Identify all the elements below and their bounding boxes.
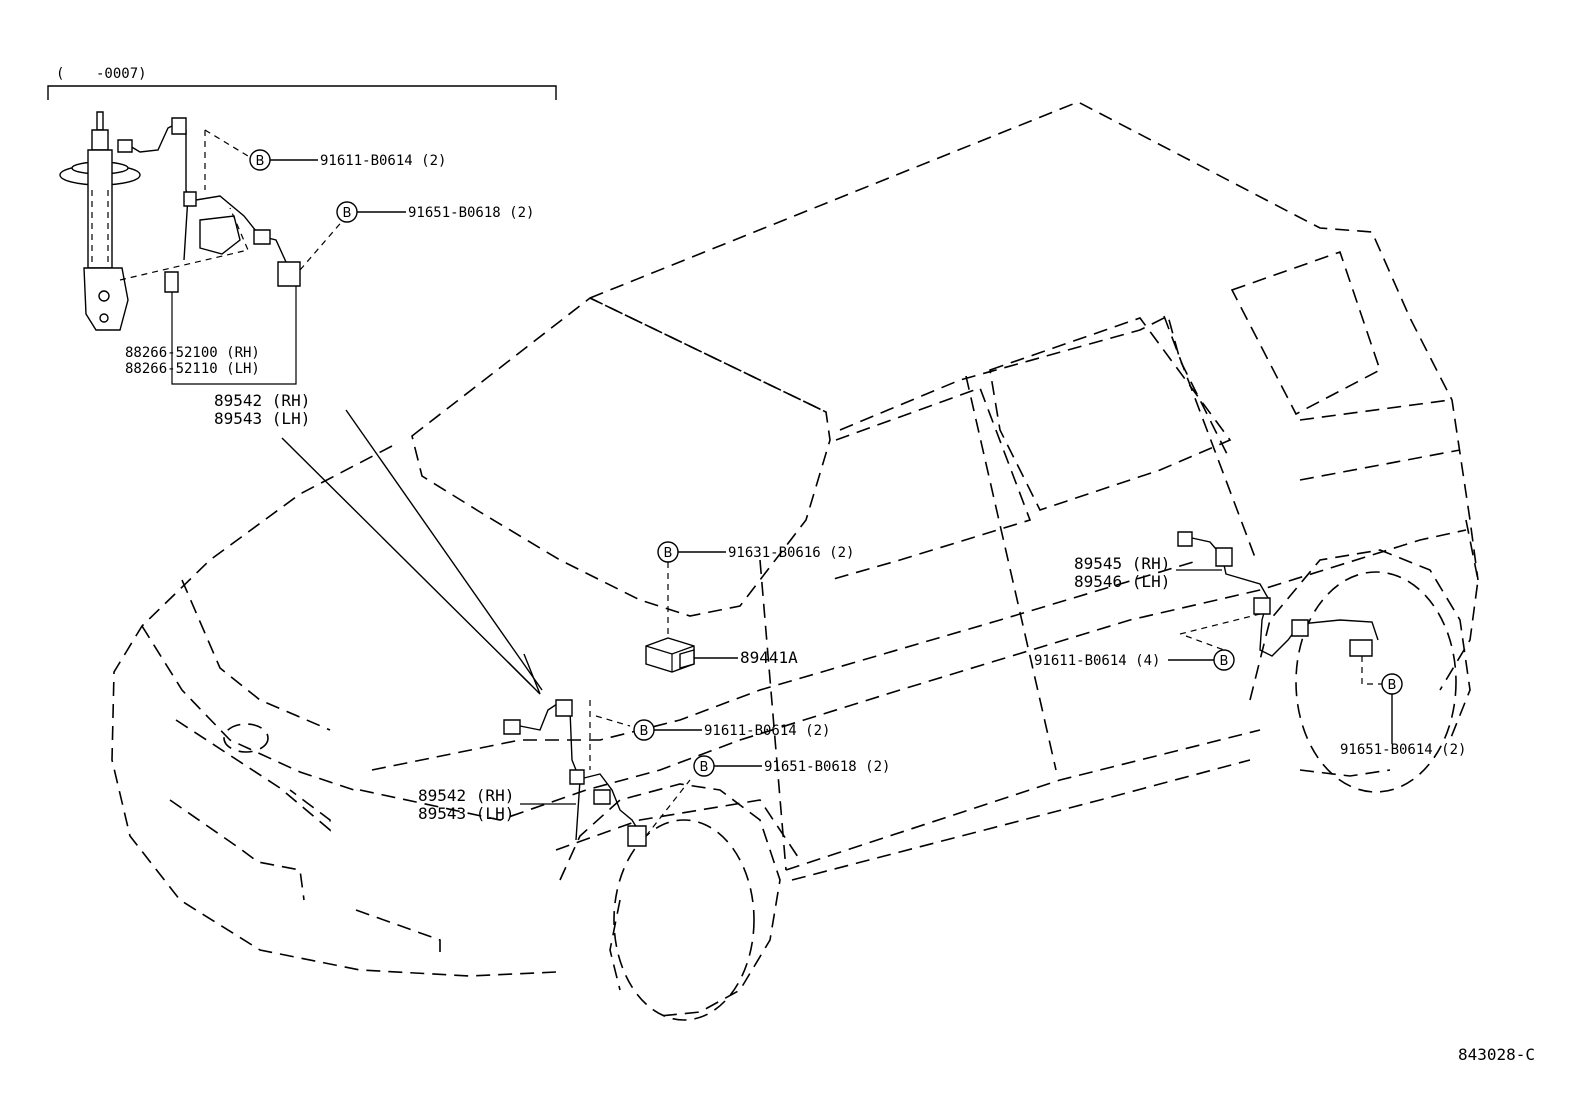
bolt-badge: B [1388,678,1397,693]
part-number-rh: 89542 (RH) [418,786,514,805]
part-number-rh: 89545 (RH) [1074,554,1170,573]
part-number: 91651-B0618 (2) [408,205,534,221]
rear-bolt-upper: 91611-B0614 (4) B [1034,649,1235,671]
vehicle-outline [111,101,1479,1021]
rear-sensor-harness [1177,531,1384,685]
bolt-badge: B [700,760,709,775]
part-number-rh: 89542 (RH) [214,391,310,410]
range-open: ( [56,66,64,82]
range-bracket: ( -0007) [47,66,557,100]
part-number: 91631-B0616 (2) [728,545,854,561]
bolt-badge: B [256,154,265,169]
part-number-lh: 89543 (LH) [418,804,514,823]
part-number: 91651-B0614 (2) [1340,742,1466,758]
range-value: -0007) [96,66,147,82]
ecu-unit: 89441A [645,637,798,673]
part-number: 91611-B0614 (4) [1034,653,1160,669]
inset-clamp-label: 88266-52100 (RH) 88266-52110 (LH) [125,345,260,377]
part-number: 91611-B0614 (2) [320,153,446,169]
front-bolt-upper: B 91611-B0614 (2) [633,719,830,741]
part-number-lh: 88266-52110 (LH) [125,361,260,377]
rear-sensor-label: 89545 (RH) 89546 (LH) [1074,554,1222,591]
part-number-lh: 89543 (LH) [214,409,310,428]
part-number: 91611-B0614 (2) [704,723,830,739]
part-number-lh: 89546 (LH) [1074,572,1170,591]
front-sensor-harness [503,699,691,847]
part-number: 91651-B0618 (2) [764,759,890,775]
figure-code: 843028-C [1458,1045,1535,1064]
bolt-badge: B [640,724,649,739]
bolt-badge: B [1220,654,1229,669]
bolt-badge: B [343,206,352,221]
inset-sensor-label: 89542 (RH) 89543 (LH) [171,286,310,428]
front-sensor-label: 89542 (RH) 89543 (LH) [418,786,576,823]
inset-sensor-harness [117,117,346,340]
part-number-rh: 88266-52100 (RH) [125,345,260,361]
inset-bolt-lower: B 91651-B0618 (2) [336,201,534,223]
inset-pointer-arrow [281,409,543,695]
ecu-bolt: B 91631-B0616 (2) [657,541,854,640]
strut-assembly [59,111,141,331]
rear-bolt-lower: B 91651-B0614 (2) [1340,673,1466,758]
inset-bolt-upper: B 91611-B0614 (2) [249,149,446,171]
ecu-part-number: 89441A [740,648,798,667]
bolt-badge: B [664,546,673,561]
front-bolt-lower: B 91651-B0618 (2) [693,755,890,777]
